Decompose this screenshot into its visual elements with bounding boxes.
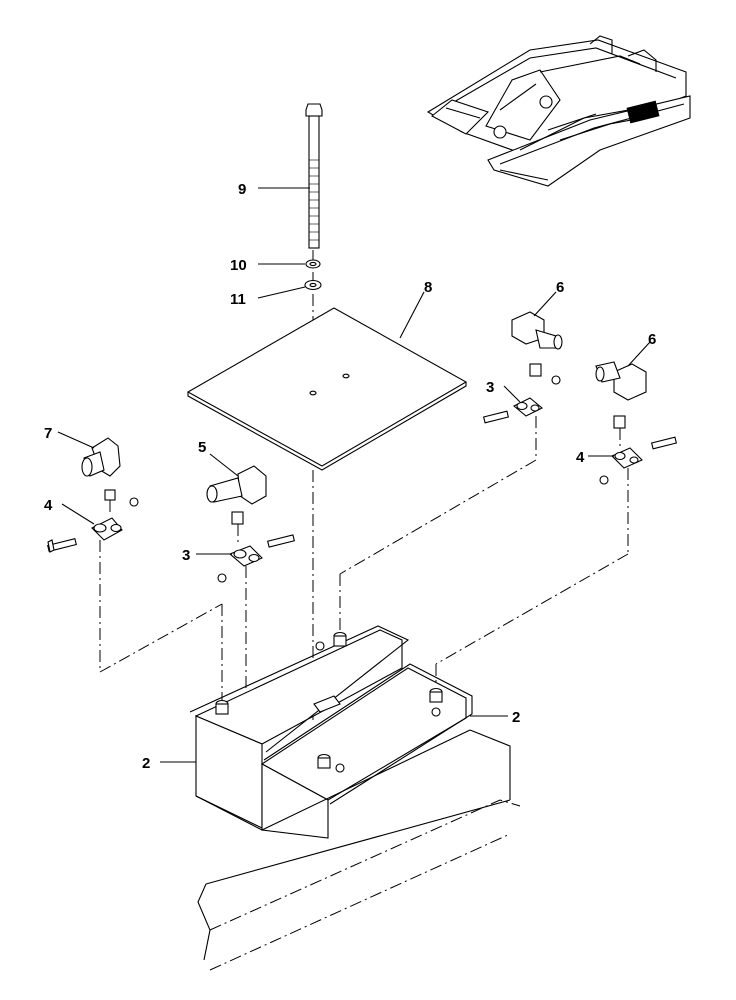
machine-locator-inset xyxy=(426,35,691,187)
leader-lines xyxy=(57,187,651,763)
callout-11: 11 xyxy=(230,291,246,308)
callout-5: 5 xyxy=(198,439,206,456)
terminal-clamp-left xyxy=(47,489,139,553)
battery-left xyxy=(189,625,410,829)
callout-4-a: 4 xyxy=(44,497,53,514)
positive-terminal-cover-left xyxy=(206,465,267,505)
lock-washer xyxy=(305,259,321,269)
callout-8: 8 xyxy=(424,279,432,296)
flat-washer xyxy=(304,279,322,291)
callout-6-a: 6 xyxy=(556,279,564,296)
callout-numbers: 9 10 11 8 6 6 3 4 7 5 4 3 2 2 xyxy=(44,181,656,772)
terminal-clamp-right-a xyxy=(482,363,561,424)
battery-right xyxy=(260,663,473,839)
callout-10: 10 xyxy=(230,257,247,274)
positive-terminal-cover-right-b xyxy=(595,361,647,401)
callout-2-b: 2 xyxy=(512,709,520,726)
callout-6-b: 6 xyxy=(648,331,656,348)
terminal-clamp-right-b xyxy=(599,415,678,485)
callout-9: 9 xyxy=(238,181,246,198)
callout-2-a: 2 xyxy=(142,755,150,772)
positive-terminal-cover-right-a xyxy=(511,311,563,350)
battery-cover-plate xyxy=(186,307,468,471)
callout-4-b: 4 xyxy=(576,449,585,466)
callout-3-a: 3 xyxy=(486,379,494,396)
hold-down-bolt xyxy=(305,103,323,249)
callout-7: 7 xyxy=(44,425,52,442)
callout-3-b: 3 xyxy=(182,547,190,564)
battery-location-marker xyxy=(626,100,660,124)
negative-terminal-cover xyxy=(81,437,121,477)
battery-tray xyxy=(195,729,521,971)
terminal-clamp-center-left xyxy=(217,511,296,583)
